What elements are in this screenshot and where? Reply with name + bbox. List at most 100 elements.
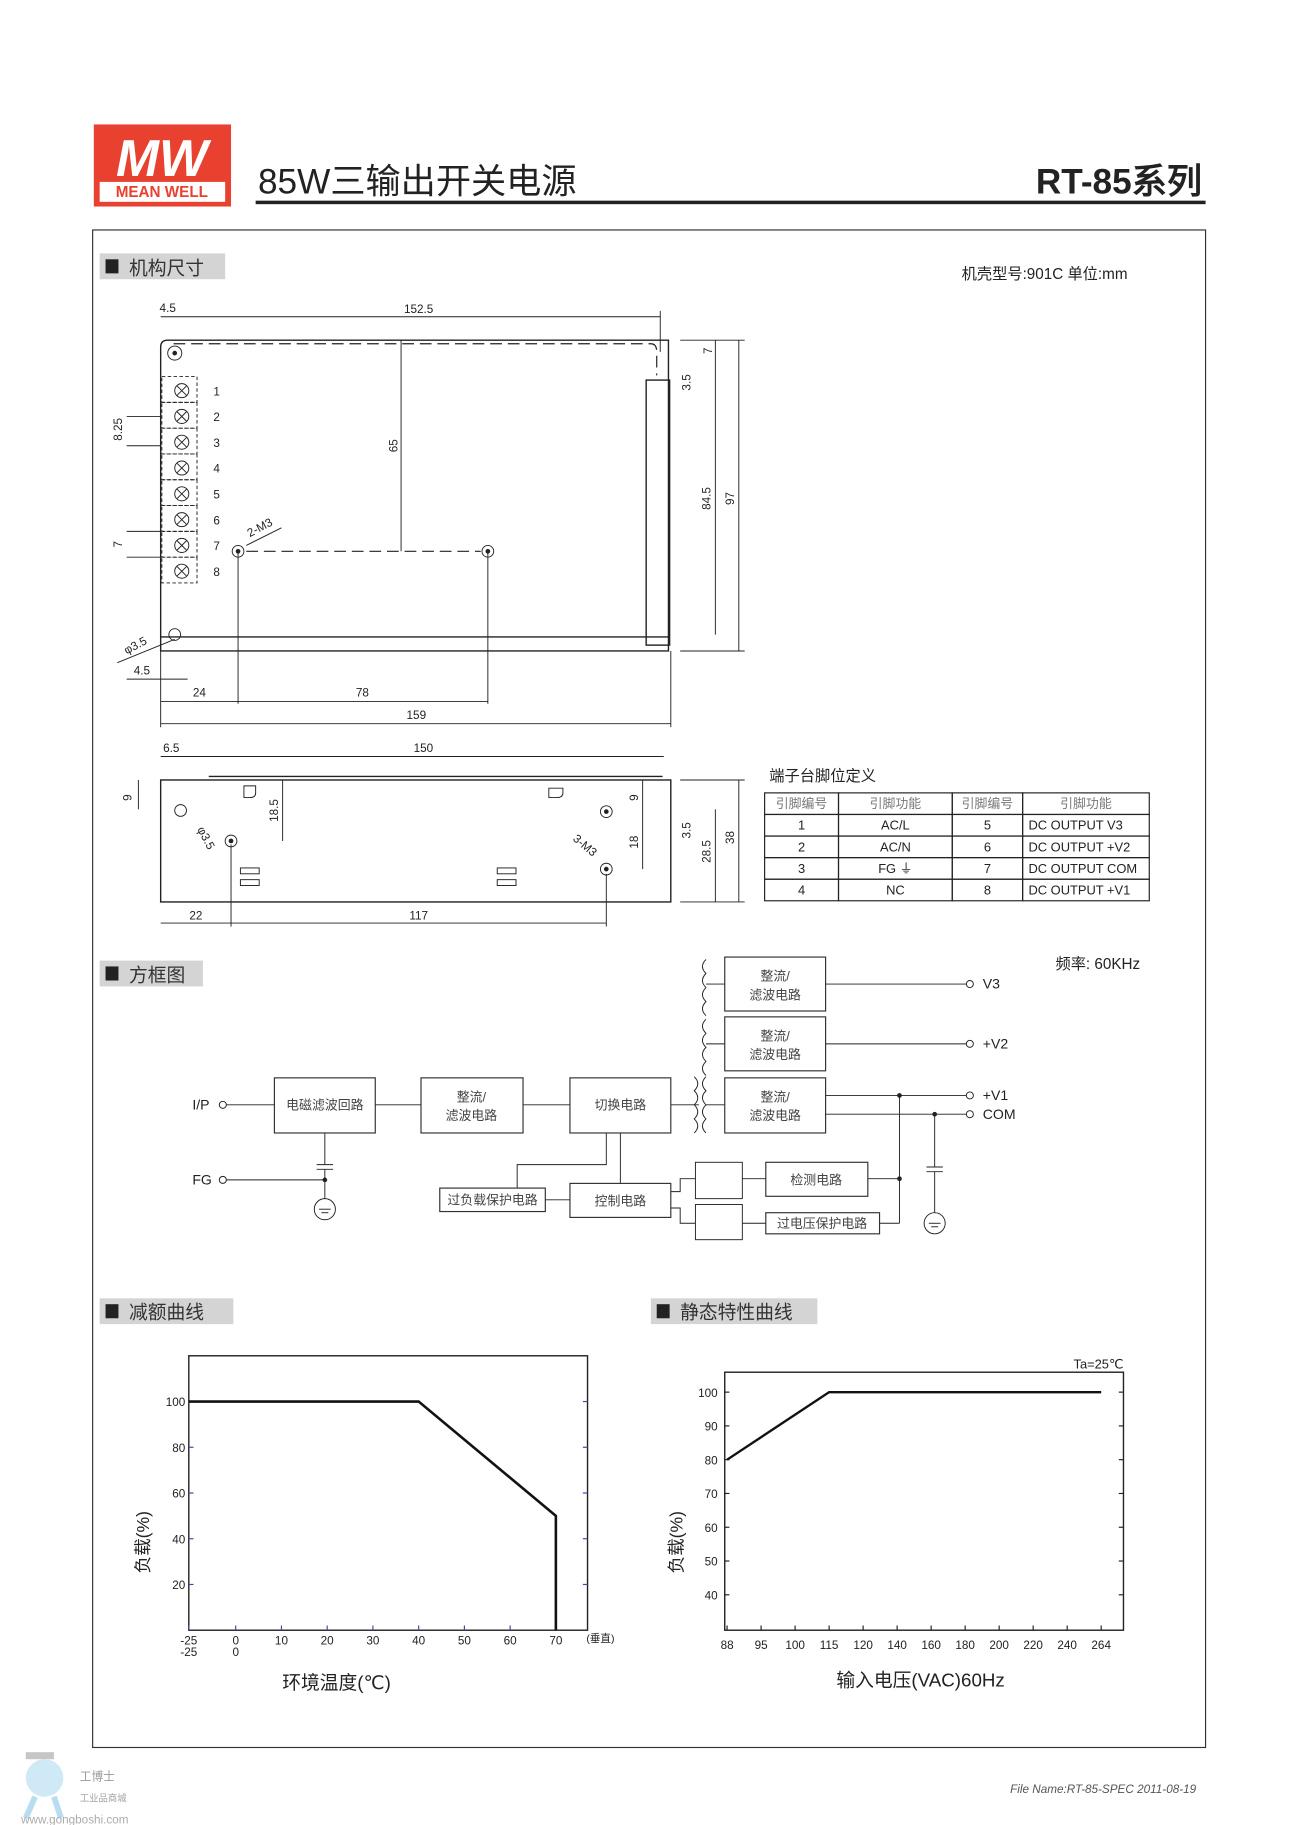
svg-text:24: 24 [193, 687, 207, 700]
x-tick-label: 264 [1091, 1639, 1111, 1652]
terminal-screw [161, 556, 198, 584]
pin-number: 5 [213, 489, 220, 502]
pin-table-cell: 3 [798, 861, 805, 876]
output-label-com: COM [983, 1106, 1016, 1122]
x-tick-label: -25 [180, 1634, 197, 1647]
block-overvoltage-protection: 过电压保护电路 [765, 1212, 881, 1235]
pin-number: 1 [213, 385, 220, 398]
block-output-rectifier-v2: 整流/滤波电路 [724, 1016, 827, 1072]
y-tick-label: 90 [705, 1421, 719, 1434]
x-axis-label: 输入电压(VAC)60Hz [836, 1670, 1004, 1691]
x-tick-label: 220 [1023, 1639, 1043, 1652]
svg-text:机构尺寸: 机构尺寸 [129, 258, 204, 279]
y-tick-label: 20 [172, 1579, 186, 1592]
svg-text:7: 7 [112, 541, 125, 548]
top-view-drawing [117, 310, 745, 728]
svg-text:滤波电路: 滤波电路 [446, 1108, 498, 1123]
svg-text:97: 97 [724, 492, 737, 505]
svg-text:8.25: 8.25 [112, 417, 125, 440]
section-header-block-diagram: 方框图 [99, 960, 203, 987]
pin-number: 8 [213, 566, 220, 579]
svg-text:4.5: 4.5 [134, 664, 151, 677]
pin-table-cell: DC OUTPUT +V1 [1028, 882, 1130, 897]
svg-text:3.5: 3.5 [681, 374, 694, 391]
y-tick-label: 80 [705, 1454, 719, 1467]
x-axis-label: 环境温度(℃) [282, 1672, 391, 1693]
side-view-drawing [137, 756, 745, 927]
x-tick-label: 160 [921, 1639, 941, 1652]
x-note: (垂直) [586, 1632, 614, 1645]
input-label-ip: I/P [192, 1097, 209, 1113]
x-tick-label: 0 [232, 1634, 239, 1647]
svg-text:整流/: 整流/ [760, 969, 790, 984]
x-tick-label: 95 [755, 1639, 769, 1652]
svg-text:整流/: 整流/ [457, 1089, 487, 1104]
header-rule [255, 200, 1206, 205]
plot-area [724, 1371, 1125, 1631]
svg-text:22: 22 [189, 910, 202, 923]
pin-table-header: 引脚编号引脚功能引脚编号引脚功能 [764, 792, 1150, 816]
input-terminal-ip [218, 1100, 227, 1109]
logo-mark: MW [116, 129, 212, 187]
y-tick-label: 100 [698, 1387, 718, 1400]
input-label-fg: FG [192, 1172, 212, 1188]
pin-table-cell: FG ⏚ [878, 861, 912, 876]
y-tick-label: 70 [705, 1488, 719, 1501]
derating-line [188, 1400, 558, 1631]
svg-text:18.5: 18.5 [268, 799, 281, 822]
output-label-v3: V3 [983, 976, 1000, 992]
section-header-mechanical: 机构尺寸 [99, 253, 226, 280]
series-title: RT-85系列 [1036, 163, 1202, 202]
block-output-rectifier-v3: 整流/滤波电路 [724, 956, 827, 1012]
svg-text:φ3.5: φ3.5 [194, 825, 217, 853]
svg-text:控制电路: 控制电路 [595, 1194, 647, 1209]
pin-table-cell: DC OUTPUT COM [1028, 861, 1137, 876]
switching-frequency: 频率: 60KHz [1055, 956, 1140, 973]
block-input-rectifier: 整流/滤波电路 [420, 1077, 524, 1134]
svg-text:117: 117 [409, 910, 428, 923]
x-tick-label: 20 [321, 1634, 335, 1647]
x-tick-label: 30 [366, 1634, 380, 1647]
svg-text:152.5: 152.5 [404, 303, 434, 316]
output-label-v2: +V2 [983, 1036, 1009, 1052]
gongboshi-watermark: 工博士 工业品商城 www.gongboshi.com [20, 1752, 129, 1825]
pin-table-cell: 4 [798, 882, 805, 897]
svg-text:过负载保护电路: 过负载保护电路 [447, 1193, 537, 1208]
block-emi-filter: 电磁滤波回路 [273, 1077, 376, 1134]
svg-text:工博士: 工博士 [80, 1770, 115, 1783]
x-tick-label: 100 [785, 1639, 805, 1652]
pin-table-cell: DC OUTPUT +V2 [1028, 839, 1130, 854]
svg-text:38: 38 [724, 830, 737, 844]
svg-text:9: 9 [628, 794, 641, 801]
pin-table-cell: 5 [984, 818, 991, 833]
x-tick-label: 115 [820, 1639, 839, 1652]
pin-table-cell: 6 [984, 839, 991, 854]
y-axis-label: 负载(%) [667, 1511, 687, 1574]
svg-text:28.5: 28.5 [701, 840, 714, 863]
terminal-screw [161, 376, 198, 403]
svg-text:18: 18 [628, 835, 641, 849]
block-switching: 切换电路 [569, 1077, 672, 1134]
terminal-screw [161, 453, 198, 481]
pin-table-cell: 2 [798, 839, 805, 854]
svg-text:65: 65 [388, 439, 401, 453]
svg-text:滤波电路: 滤波电路 [749, 1108, 801, 1123]
content-frame [92, 229, 1207, 1749]
y-tick-label: 40 [705, 1589, 719, 1602]
block-diagram: I/P FG V3 +V2 +V1 COM 电磁滤波回路 整流/滤波电路 切换电… [192, 956, 1016, 1241]
svg-text:工业品商城: 工业品商城 [80, 1792, 128, 1803]
pin-number: 3 [213, 437, 220, 450]
pin-table-cell: 引脚功能 [1060, 796, 1112, 811]
svg-text:4.5: 4.5 [160, 302, 177, 315]
terminal-screw [161, 530, 198, 558]
block-output-rectifier-v1: 整流/滤波电路 [724, 1077, 827, 1134]
x-tick-label: 180 [955, 1639, 975, 1652]
pin-table-cell: 引脚编号 [962, 796, 1014, 811]
x-tick-label: 240 [1057, 1639, 1077, 1652]
svg-text:方框图: 方框图 [129, 965, 185, 986]
x-tick-label-secondary: -25 [180, 1646, 197, 1659]
x-tick-label: 60 [504, 1634, 518, 1647]
